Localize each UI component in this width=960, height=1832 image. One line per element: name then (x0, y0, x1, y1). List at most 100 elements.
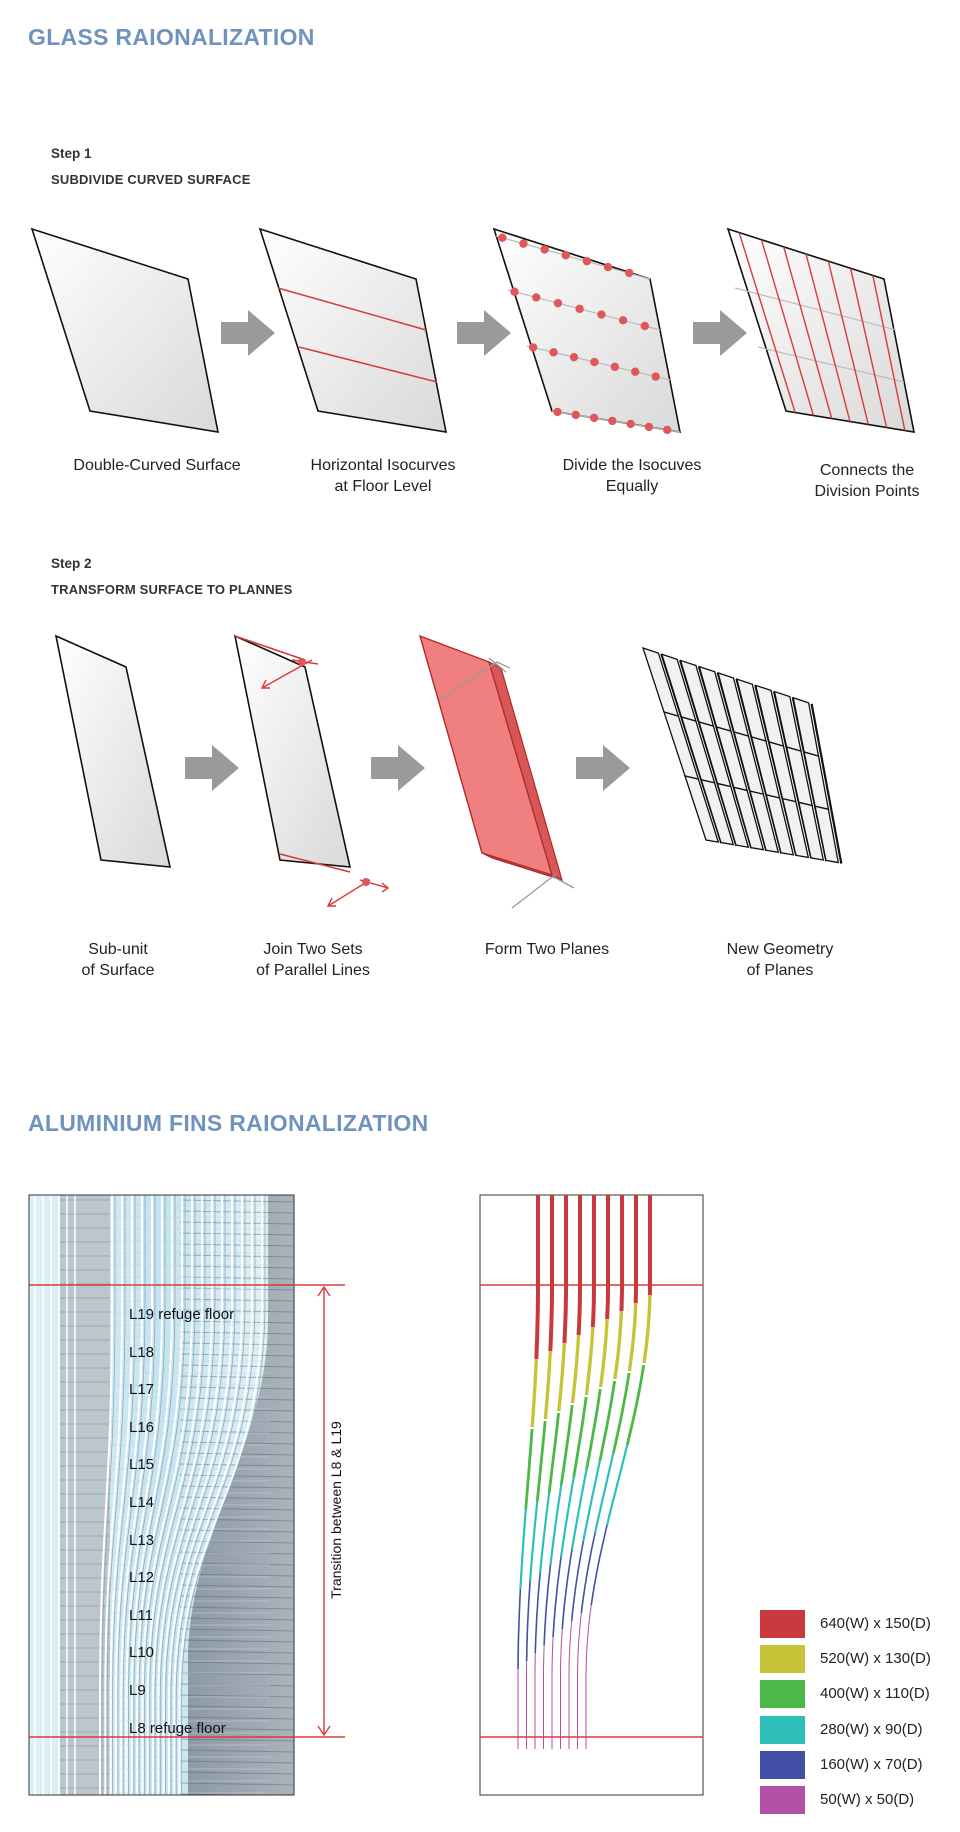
horizontal-isocurves-panel (258, 227, 448, 433)
division-point (603, 262, 613, 272)
fin-segment (552, 1556, 562, 1638)
window-band (179, 1562, 294, 1566)
aluminium-fin (178, 1195, 263, 1795)
fin-segment (627, 1302, 638, 1372)
window-band (179, 1628, 294, 1632)
legend-swatch (760, 1750, 805, 1779)
legend-label: 520(W) x 130(D) (820, 1650, 931, 1668)
fin-shadow (175, 1195, 256, 1795)
division-point (519, 239, 528, 248)
window-band (179, 1650, 294, 1654)
legend-swatch (760, 1786, 805, 1814)
aluminium-fin (152, 1195, 213, 1795)
step2-label: Step 2 (51, 556, 92, 571)
fin-segment (612, 1372, 631, 1454)
window-band (179, 1529, 294, 1533)
fin-segment (547, 1412, 560, 1494)
division-point (553, 298, 563, 308)
legend-label: 640(W) x 150(D) (820, 1615, 931, 1632)
fin-shadow (101, 1195, 116, 1795)
fin-shadow (181, 1195, 266, 1795)
window-band (179, 1584, 294, 1588)
fin-segment (534, 1572, 541, 1654)
aluminium-fin (104, 1195, 123, 1795)
fin-segment (570, 1334, 581, 1404)
window-band (179, 1507, 294, 1511)
fin-segment (517, 1588, 522, 1670)
fin-shadow (165, 1195, 236, 1795)
legend-swatch (760, 1680, 805, 1709)
fin-segment (539, 1492, 551, 1574)
division-point (590, 357, 599, 367)
step1-subtitle: SUBDIVIDE CURVED SURFACE (51, 172, 251, 187)
fin-segment (525, 1580, 531, 1662)
aluminium-fin (167, 1195, 243, 1795)
double-curved-surface-panel (30, 227, 220, 433)
division-point (626, 419, 635, 429)
window-band (179, 1661, 294, 1665)
fin-segment (590, 1524, 608, 1606)
division-point (549, 348, 558, 357)
plane-edge (820, 756, 833, 811)
level-label: L18 (129, 1343, 155, 1361)
division-point (540, 245, 549, 254)
window-band (179, 1496, 294, 1500)
connection-line (805, 253, 851, 422)
fin-segment (560, 1628, 563, 1749)
window-band (179, 1276, 294, 1280)
fin-segment (543, 1644, 545, 1749)
fin-segment (572, 1396, 588, 1478)
connection-line (783, 246, 833, 419)
fin-segment (562, 1195, 568, 1344)
window-band (179, 1617, 294, 1621)
window-band (179, 1254, 294, 1258)
window-band (179, 1243, 294, 1247)
glass-plane (781, 797, 810, 859)
level-label: L17 (129, 1381, 155, 1399)
fin-segment (584, 1326, 595, 1396)
legend-swatch (760, 1610, 805, 1638)
level-label: L14 (129, 1494, 155, 1511)
window-band (179, 1793, 266, 1795)
window-band (179, 1397, 294, 1401)
caption-join-parallel-lines: Join Two Sets of Parallel Lines (256, 941, 370, 979)
arrow-icon (576, 745, 630, 791)
sub-unit-surface-panel (54, 634, 172, 868)
fin-segment (568, 1620, 573, 1749)
division-point (644, 422, 654, 432)
window-band (179, 1540, 294, 1544)
window-band (179, 1265, 294, 1269)
connection-line (872, 275, 906, 431)
connection-line (849, 268, 888, 428)
fin-segment (582, 1460, 601, 1542)
level-label: L9 (129, 1682, 146, 1699)
window-band (179, 1771, 294, 1775)
window-band (179, 1221, 294, 1225)
division-point (575, 304, 584, 314)
fin-segment (594, 1452, 615, 1534)
caption-sub-unit: Sub-unit of Surface (81, 941, 155, 979)
fin-segment (571, 1468, 588, 1550)
window-band (179, 1595, 294, 1599)
division-point (608, 416, 617, 426)
fin-segment (551, 1636, 554, 1749)
transition-dimension-arrow (317, 1285, 331, 1737)
arrow-icon (457, 310, 511, 356)
glass-plane (716, 782, 750, 849)
transition-label: Transition between L8 & L19 (328, 1421, 344, 1599)
level-label: L8 refuge floor (129, 1719, 226, 1737)
window-band (179, 1199, 294, 1203)
fin-segment (580, 1532, 596, 1614)
fin-segment (543, 1564, 552, 1646)
legend-label: 400(W) x 110(D) (820, 1685, 930, 1703)
connection-line (760, 239, 815, 416)
plane-edge (830, 810, 843, 864)
division-point (510, 287, 519, 296)
glass-plane (732, 786, 765, 851)
division-point (571, 410, 580, 420)
division-point (597, 310, 606, 319)
fin-segment (576, 1195, 582, 1336)
glass-plane (797, 801, 825, 861)
window-band (179, 1331, 294, 1335)
